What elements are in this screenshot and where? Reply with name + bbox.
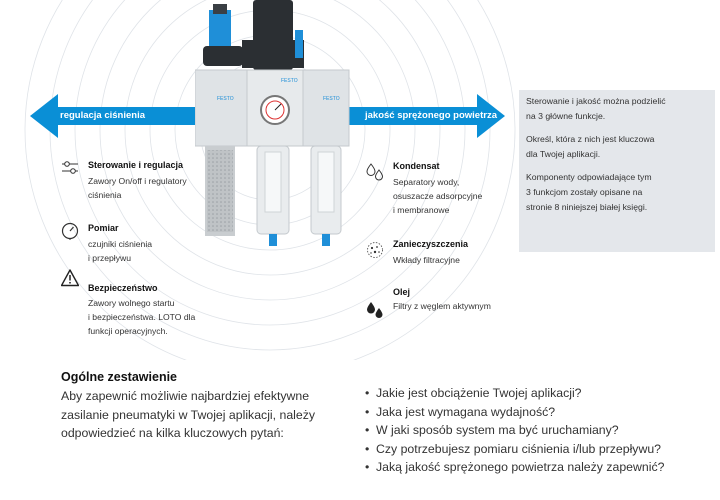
feature-title-safety: Bezpieczeństwo xyxy=(88,283,158,293)
oil-drops-icon xyxy=(367,302,383,318)
feature-title-contamination: Zanieczyszczenia xyxy=(393,239,469,249)
right-arrow xyxy=(345,94,505,138)
list-item: Jaką jakość sprężonego powietrza należy … xyxy=(365,458,665,477)
info-paragraph-1: Sterowanie i jakość można podzielić na 3… xyxy=(526,96,666,121)
feature-text-condensate: Separatory wody, osuszacze adsorpcyjne i… xyxy=(393,177,483,215)
list-item: W jaki sposób system ma być uruchamiany? xyxy=(365,421,665,440)
droplets-icon xyxy=(366,163,384,181)
questions-list: Jakie jest obciążenie Twojej aplikacji? … xyxy=(365,384,665,477)
feature-title-measure: Pomiar xyxy=(88,223,119,233)
feature-text-measure: czujniki ciśnienia i przepływu xyxy=(88,239,153,263)
feature-text-oil: Filtry z węglem aktywnym xyxy=(393,301,491,311)
right-arrow-label: jakość sprężonego powietrza xyxy=(365,110,497,121)
left-arrow xyxy=(30,94,200,138)
list-item: Czy potrzebujesz pomiaru ciśnienia i/lub… xyxy=(365,440,665,459)
unit-logo-mid: FESTO xyxy=(281,78,298,84)
feature-text-contamination: Wkłady filtracyjne xyxy=(393,255,460,265)
feature-text-safety: Zawory wolnego startu i bezpieczeństwa. … xyxy=(88,298,196,336)
particles-icon xyxy=(367,242,383,258)
gauge-icon xyxy=(61,222,79,240)
info-box: Sterowanie i jakość można podzielić na 3… xyxy=(519,90,715,252)
overview-heading: Ogólne zestawienie xyxy=(61,370,178,384)
feature-text-control: Zawory On/off i regulatory ciśnienia xyxy=(88,176,187,200)
warning-triangle-icon xyxy=(61,269,79,287)
list-item: Jaka jest wymagana wydajność? xyxy=(365,403,665,422)
feature-title-condensate: Kondensat xyxy=(393,161,440,171)
left-arrow-label: regulacja ciśnienia xyxy=(60,110,146,121)
info-paragraph-3: Komponenty odpowiadające tym 3 funkcjom … xyxy=(526,172,652,212)
list-item: Jakie jest obciążenie Twojej aplikacji? xyxy=(365,384,665,403)
unit-logo-right: FESTO xyxy=(323,96,340,102)
info-paragraph-2: Określ, która z nich jest kluczowa dla T… xyxy=(526,134,655,159)
air-preparation-unit-image: FESTO FESTO FESTO xyxy=(195,0,350,246)
control-sliders-icon xyxy=(62,161,78,174)
overview-intro: Aby zapewnić możliwie najbardziej efekty… xyxy=(61,389,316,440)
feature-title-control: Sterowanie i regulacja xyxy=(88,160,184,170)
unit-logo-left: FESTO xyxy=(217,96,234,102)
feature-title-oil: Olej xyxy=(393,287,411,297)
